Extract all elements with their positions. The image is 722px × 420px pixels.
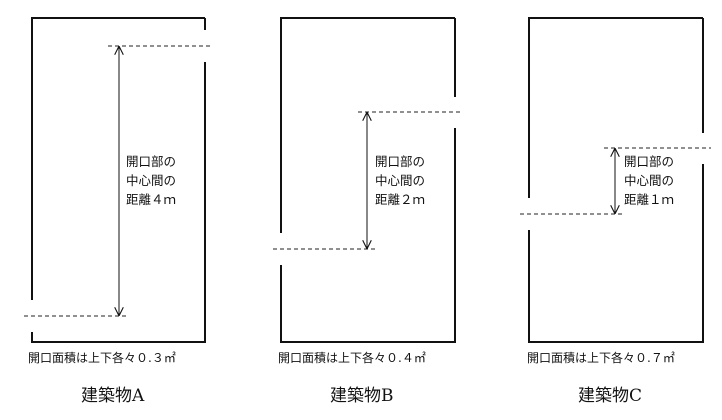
building-a-label-line-3: 距離４ｍ	[126, 192, 176, 207]
building-c-label-line-2: 中心間の	[624, 173, 674, 188]
building-b-label-line-1: 開口部の	[375, 154, 425, 169]
building-a: 開口部の 中心間の 距離４ｍ 開口面積は上下各々０.３㎡ 建築物A	[24, 17, 213, 406]
building-c-label-line-1: 開口部の	[624, 154, 674, 169]
building-c-label-line-3: 距離１ｍ	[624, 192, 674, 207]
building-c-opening-area: 開口面積は上下各々０.７㎡	[527, 350, 675, 365]
building-a-opening-area: 開口面積は上下各々０.３㎡	[28, 350, 176, 365]
building-c-title: 建築物C	[578, 386, 642, 406]
building-a-label-line-1: 開口部の	[126, 154, 176, 169]
building-b-label-line-3: 距離２ｍ	[375, 192, 425, 207]
building-c-wall	[528, 17, 704, 343]
building-b-wall	[280, 17, 456, 343]
building-b-label-line-2: 中心間の	[375, 173, 425, 188]
building-a-wall	[31, 17, 206, 343]
building-a-title: 建築物A	[81, 386, 145, 406]
building-b-opening-area: 開口面積は上下各々０.４㎡	[278, 350, 426, 365]
building-b: 開口部の 中心間の 距離２ｍ 開口面積は上下各々０.４㎡ 建築物B	[273, 17, 463, 406]
building-a-label-line-2: 中心間の	[126, 173, 176, 188]
building-c: 開口部の 中心間の 距離１ｍ 開口面積は上下各々０.７㎡ 建築物C	[520, 17, 711, 406]
building-b-title: 建築物B	[330, 386, 394, 406]
